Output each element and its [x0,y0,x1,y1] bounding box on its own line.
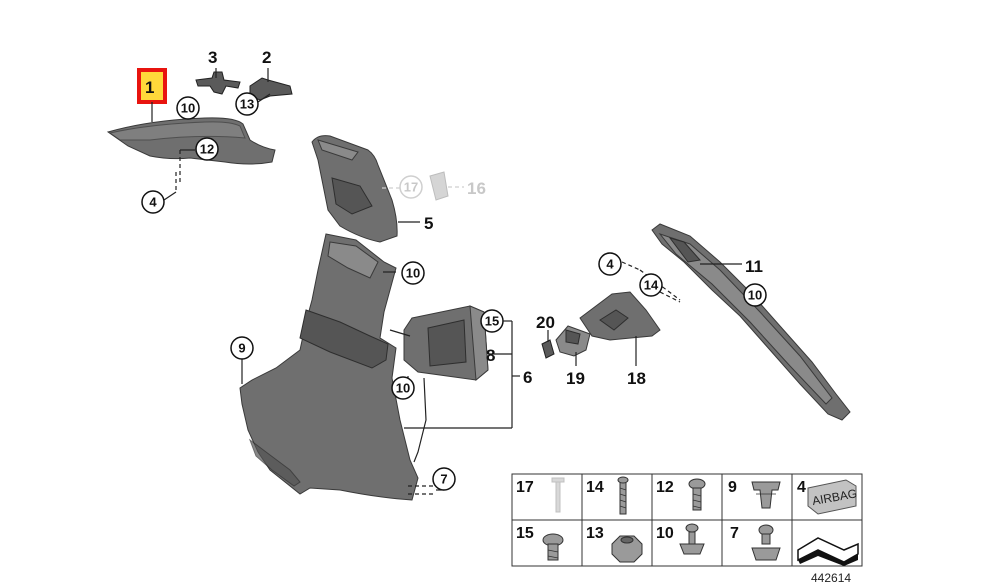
svg-text:9: 9 [238,341,245,356]
leader-4-a [163,191,177,201]
callout-4-b[interactable]: 4 [598,252,622,276]
callout-19: 19 [566,369,585,388]
callout-4-a[interactable]: 4 [141,190,165,214]
part-11-pillar-trim[interactable] [651,223,851,421]
callout-1: 1 [145,78,154,97]
svg-text:14: 14 [644,278,659,293]
table-cell-15: 15 [516,525,534,542]
reference-number: 442614 [811,571,851,585]
callout-2: 2 [262,48,271,67]
hw-10-clip [679,523,705,555]
hw-15-screw [542,533,564,561]
part-18-cover[interactable] [579,291,661,341]
table-cell-10: 10 [656,525,674,542]
svg-text:10: 10 [406,266,420,281]
callout-5: 5 [424,214,433,233]
part-2-bracket[interactable] [249,77,293,101]
callout-7[interactable]: 7 [432,467,456,491]
table-cell-12: 12 [656,479,674,496]
callout-17-faded[interactable]: 17 [399,175,423,199]
table-cell-14: 14 [586,479,604,496]
table-cell-13: 13 [586,525,604,542]
part-8-air-vent[interactable] [403,305,489,382]
table-cell-9: 9 [728,479,737,496]
svg-text:17: 17 [404,180,418,195]
callout-9[interactable]: 9 [230,336,254,360]
hw-13-nut [611,535,643,563]
part-19-bracket[interactable] [555,325,591,357]
callout-3: 3 [208,48,217,67]
part-6-pillar-trim[interactable] [239,233,419,501]
table-cell-17: 17 [516,479,534,496]
hardware-table: 17 14 12 9 4 15 13 10 7 AIRB [511,473,863,567]
callout-10-c[interactable]: 10 [391,376,415,400]
hw-12-screw [688,478,706,511]
callout-11: 11 [745,257,763,276]
callout-10-b[interactable]: 10 [401,261,425,285]
vent-cable [413,377,427,463]
callout-16: 16 [467,179,486,198]
callout-15[interactable]: 15 [480,309,504,333]
svg-text:4: 4 [149,195,157,210]
callout-10-a[interactable]: 10 [176,96,200,120]
leader-13 [257,93,271,103]
callout-8: 8 [486,346,495,365]
svg-text:7: 7 [440,472,447,487]
hw-4-airbag-badge: AIRBAG [807,479,858,515]
hw-shim-icon [797,537,859,566]
hw-17-pin-faded [551,477,565,513]
part-16-clip-faded[interactable] [429,171,449,201]
svg-text:4: 4 [606,257,614,272]
part-20-clip[interactable] [541,339,555,359]
callout-14[interactable]: 14 [639,273,663,297]
part-5-pillar-trim[interactable] [311,135,398,243]
hw-14-screw [617,476,629,515]
hw-9-clip [751,481,781,509]
callout-20: 20 [536,313,555,332]
svg-text:10: 10 [748,288,762,303]
callout-18: 18 [627,369,646,388]
svg-text:13: 13 [240,97,254,112]
callout-10-d[interactable]: 10 [743,283,767,307]
callout-13[interactable]: 13 [235,92,259,116]
callout-12[interactable]: 12 [195,137,219,161]
table-cell-7: 7 [730,525,739,542]
svg-text:10: 10 [396,381,410,396]
part-1-trim-panel[interactable] [106,117,276,165]
svg-text:15: 15 [485,314,499,329]
svg-text:12: 12 [200,142,214,157]
table-cell-4: 4 [797,479,806,496]
callout-1-highlight[interactable]: 1 [137,68,167,104]
callout-6: 6 [523,368,532,387]
hw-7-clip [751,524,781,561]
part-3-bracket[interactable] [195,71,241,95]
svg-text:10: 10 [181,101,195,116]
